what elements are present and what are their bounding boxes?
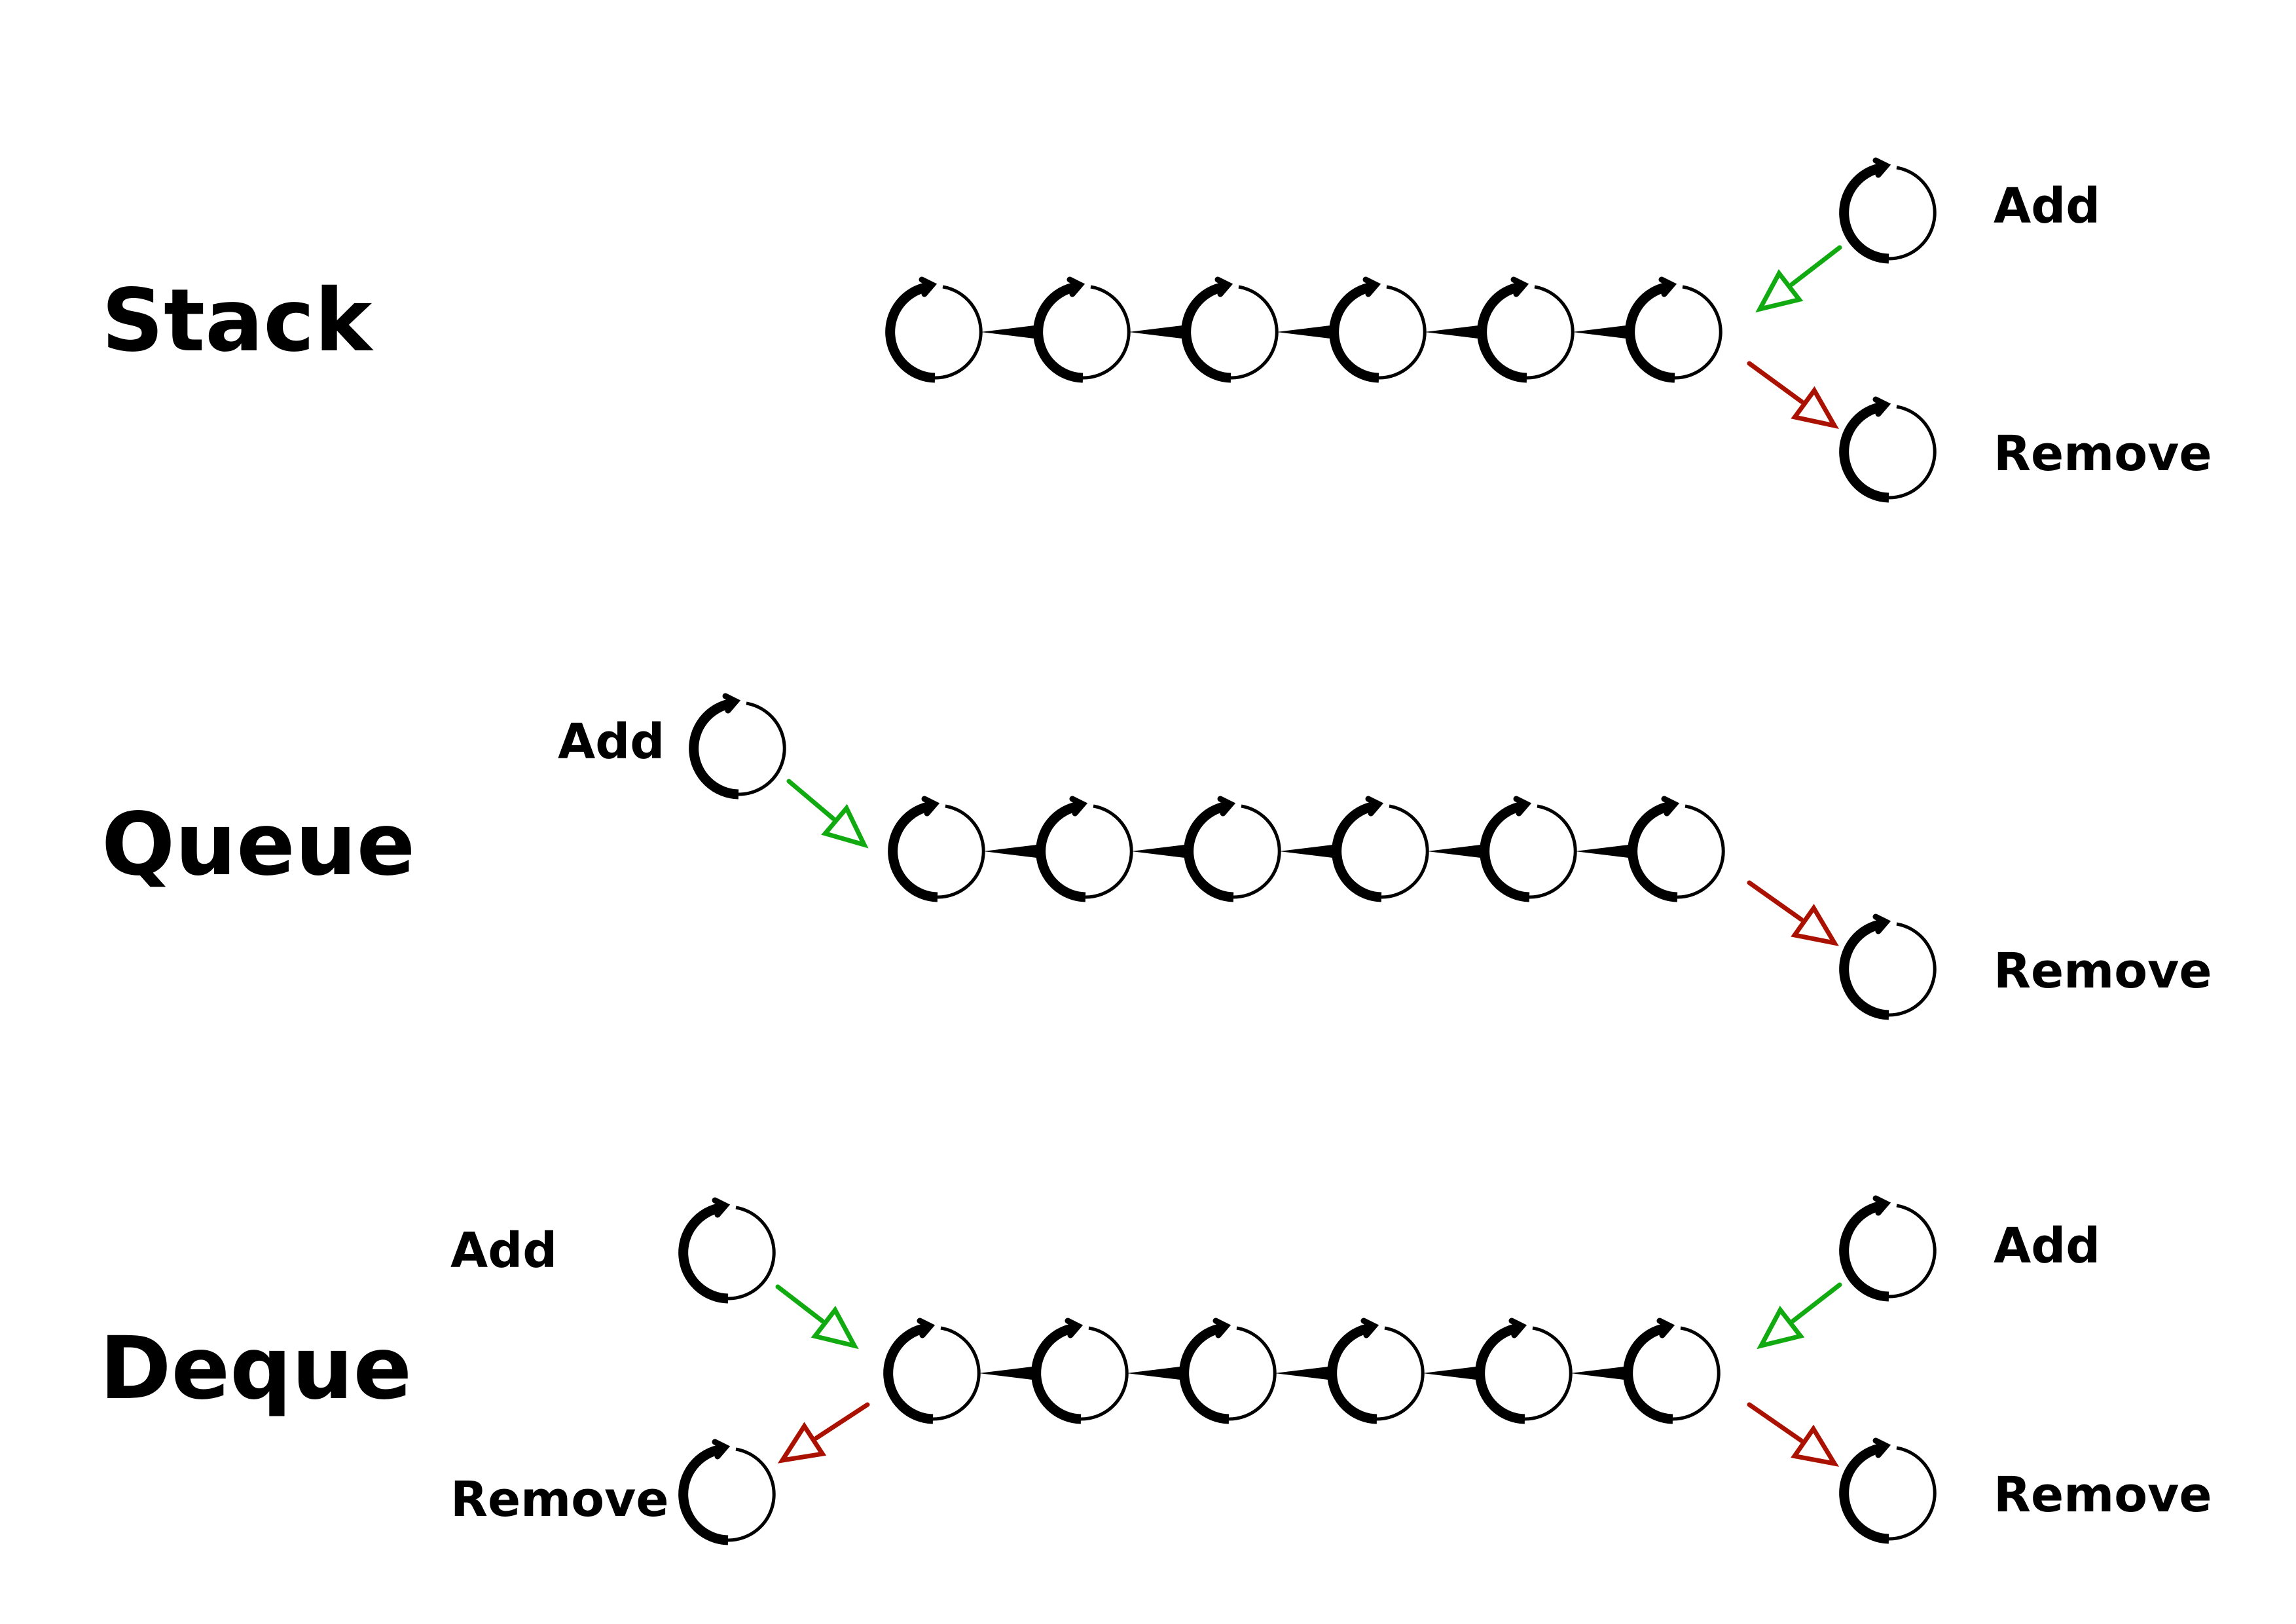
queue-add-node xyxy=(689,693,786,800)
stack-add-op: Add xyxy=(1755,157,2100,313)
stack-link-2 xyxy=(1129,325,1188,339)
deque-remove-right-node xyxy=(1839,1437,1937,1544)
deque-remove-left-op: Remove xyxy=(450,1402,870,1545)
deque-remove-right-arrow xyxy=(1747,1402,1840,1467)
stack-add-arrow xyxy=(1755,245,1842,313)
deque-link-2 xyxy=(1127,1366,1186,1380)
stack-section: Stack Add Remove xyxy=(101,157,2212,503)
queue-add-arrow xyxy=(786,779,869,849)
deque-node-1 xyxy=(883,1318,981,1424)
queue-link-4 xyxy=(1427,844,1486,858)
deque-add-left-op: Add xyxy=(450,1197,859,1350)
stack-add-node xyxy=(1839,157,1937,264)
stack-remove-node xyxy=(1839,396,1937,503)
queue-remove-node xyxy=(1839,913,1937,1020)
queue-section: Queue Add Remove xyxy=(101,693,2212,1020)
stack-remove-arrow xyxy=(1747,361,1839,430)
deque-add-left-node xyxy=(678,1197,776,1304)
stack-link-1 xyxy=(981,325,1040,339)
deque-title: Deque xyxy=(100,1318,412,1419)
stack-chain xyxy=(885,276,1722,383)
queue-chain xyxy=(888,796,1725,902)
deque-link-1 xyxy=(979,1366,1038,1380)
stack-node-1 xyxy=(885,276,983,383)
queue-link-1 xyxy=(983,844,1042,858)
queue-remove-arrow xyxy=(1747,880,1840,946)
queue-link-3 xyxy=(1279,844,1338,858)
deque-link-5 xyxy=(1571,1366,1630,1380)
queue-link-5 xyxy=(1575,844,1634,858)
deque-add-right-label: Add xyxy=(1994,1218,2100,1274)
deque-remove-right-label: Remove xyxy=(1994,1467,2212,1523)
deque-link-4 xyxy=(1423,1366,1482,1380)
deque-add-right-op: Add xyxy=(1757,1195,2100,1350)
deque-remove-right-op: Remove xyxy=(1747,1402,2212,1544)
queue-node-1 xyxy=(888,796,985,902)
stack-link-4 xyxy=(1425,325,1484,339)
stack-title: Stack xyxy=(101,270,374,371)
deque-remove-left-label: Remove xyxy=(450,1471,669,1528)
stack-link-3 xyxy=(1277,325,1336,339)
queue-remove-op: Remove xyxy=(1747,880,2212,1020)
queue-title: Queue xyxy=(101,794,415,895)
deque-remove-left-node xyxy=(678,1439,776,1545)
deque-section: Deque Add Remove Add Remove xyxy=(100,1195,2212,1545)
deque-chain xyxy=(883,1318,1721,1424)
deque-add-right-node xyxy=(1839,1195,1937,1302)
deque-add-left-arrow xyxy=(775,1284,859,1350)
deque-remove-left-arrow xyxy=(777,1402,870,1464)
stack-remove-op: Remove xyxy=(1747,361,2212,503)
deque-add-left-label: Add xyxy=(450,1223,557,1279)
queue-remove-label: Remove xyxy=(1994,943,2212,999)
deque-link-3 xyxy=(1275,1366,1334,1380)
stack-add-label: Add xyxy=(1994,178,2100,234)
queue-add-label: Add xyxy=(558,714,665,770)
queue-add-op: Add xyxy=(558,693,869,849)
stack-link-5 xyxy=(1573,325,1631,339)
deque-add-right-arrow xyxy=(1757,1282,1842,1350)
stack-remove-label: Remove xyxy=(1994,426,2212,482)
queue-link-2 xyxy=(1131,844,1190,858)
